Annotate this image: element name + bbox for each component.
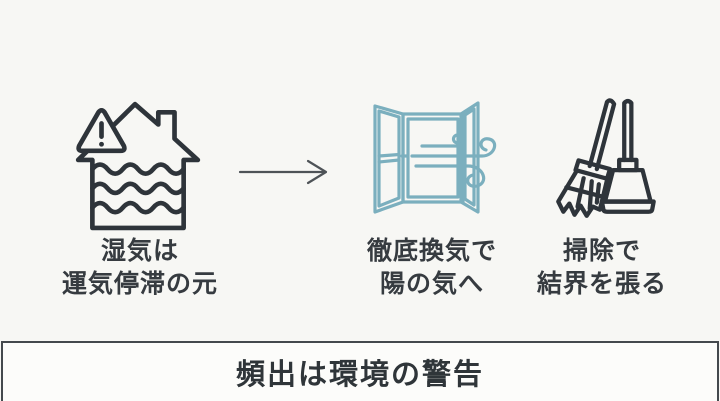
step-label-line: 運気停滞の元 xyxy=(61,269,218,298)
wave-line xyxy=(90,162,186,176)
step-label-humidity: 湿気は 運気停滞の元 xyxy=(30,234,250,300)
exclamation-dot xyxy=(99,141,104,147)
right-arrow-icon xyxy=(238,158,330,186)
dustpan-body xyxy=(602,167,653,204)
open-window-wind-icon xyxy=(362,99,512,229)
step-label-line: 湿気は xyxy=(100,236,179,265)
window-frame-inner xyxy=(406,117,460,199)
window-left-sash xyxy=(373,104,405,214)
broom-handle xyxy=(587,98,617,172)
wind-line xyxy=(410,137,497,158)
step-label-line: 陽の気へ xyxy=(379,269,484,298)
broom-dustpan-icon xyxy=(547,97,669,231)
broom-bristles xyxy=(556,168,610,218)
banner-title: 頻出は環境の警告 xyxy=(235,357,484,391)
broom-band xyxy=(573,158,613,181)
wind-line xyxy=(420,133,465,148)
step-label-line: 徹底換気で xyxy=(366,236,497,265)
window-right-sash xyxy=(459,101,480,214)
dustpan-handle xyxy=(622,98,634,163)
wave-line xyxy=(90,181,186,196)
step-label-ventilation: 徹底換気で 陽の気へ xyxy=(322,234,542,300)
flooded-house-warning-icon xyxy=(66,90,208,234)
step-label-line: 結界を張る xyxy=(536,269,667,298)
wave-line xyxy=(90,200,186,215)
dustpan-base xyxy=(599,199,656,214)
bottom-banner: 頻出は環境の警告 xyxy=(1,341,719,401)
wind-line xyxy=(414,164,486,188)
step-label-cleaning: 掃除で 結界を張る xyxy=(492,234,712,300)
window-frame-outer xyxy=(401,112,465,204)
step-label-line: 掃除で xyxy=(562,236,641,265)
house-outline xyxy=(75,101,201,231)
